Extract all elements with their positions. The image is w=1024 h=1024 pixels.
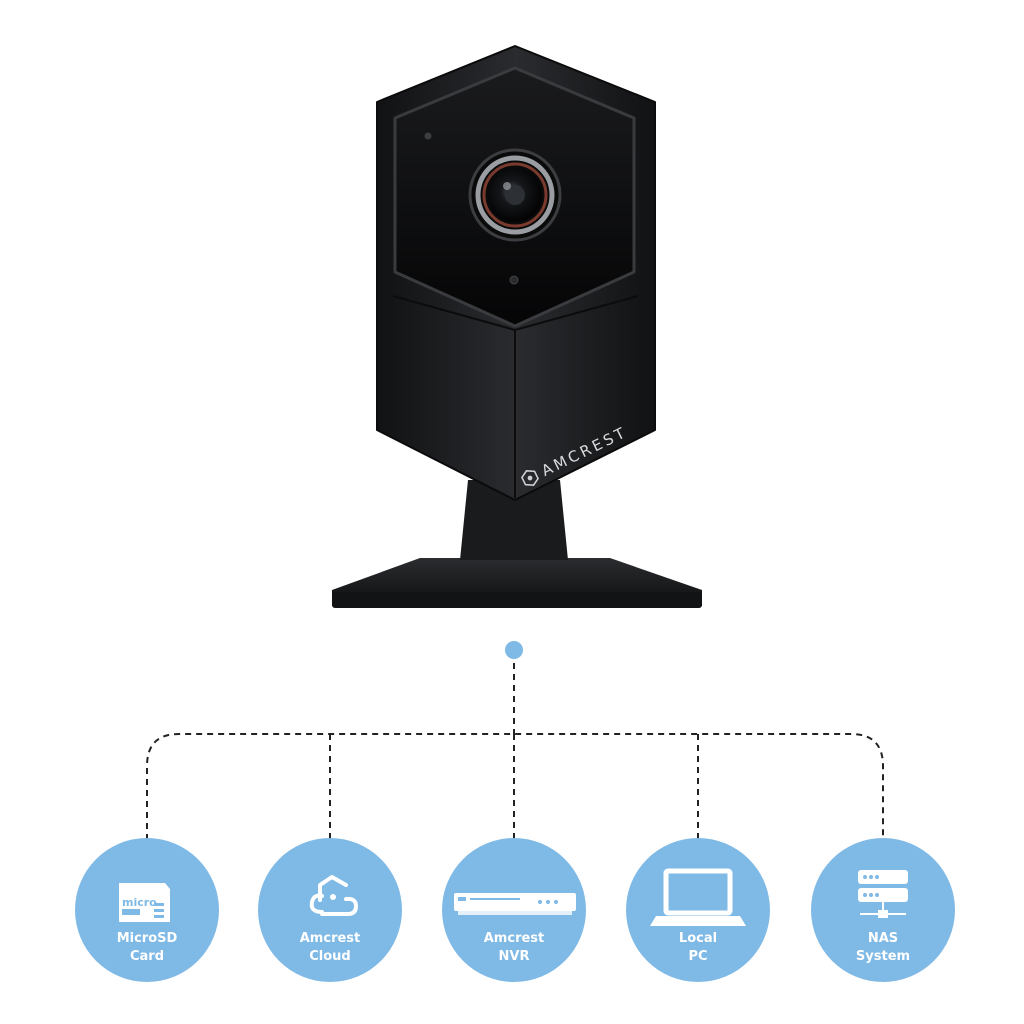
- storage-node-microsd: micro: [75, 838, 219, 982]
- microsd-card-icon: micro: [119, 883, 170, 922]
- node-label-line1: NAS: [867, 931, 899, 946]
- laptop-icon: [650, 868, 746, 926]
- node-label-line1: Amcrest: [483, 931, 545, 946]
- security-camera: AMCREST: [332, 45, 702, 608]
- microphone-hole: [509, 275, 519, 285]
- camera-lens: [468, 148, 562, 242]
- storage-node-cloud: [258, 838, 402, 982]
- connector-lines: [146, 652, 884, 840]
- node-label-line2: Cloud: [309, 949, 351, 964]
- nvr-recorder-icon: [454, 893, 576, 915]
- node-label-line2: Card: [129, 949, 165, 964]
- storage-node-nas: [811, 838, 955, 982]
- node-label-line2: NVR: [498, 949, 530, 964]
- node-label-line2: PC: [688, 949, 708, 964]
- node-label-nvr: Amcrest NVR: [439, 930, 589, 966]
- node-label-line1: MicroSD: [116, 931, 178, 946]
- connector-dot: [505, 641, 523, 659]
- camera-stand: [460, 480, 568, 560]
- node-label-microsd: MicroSD Card: [72, 930, 222, 966]
- node-label-line1: Local: [678, 931, 718, 946]
- cloud-house-icon: [309, 875, 358, 916]
- node-label-nas: NAS System: [808, 930, 958, 966]
- storage-node-nvr: [442, 838, 586, 982]
- server-stack-icon: [858, 870, 908, 918]
- storage-node-pc: [626, 838, 770, 982]
- svg-text:micro: micro: [122, 896, 157, 909]
- node-label-pc: Local PC: [623, 930, 773, 966]
- node-label-line1: Amcrest: [299, 931, 361, 946]
- node-label-cloud: Amcrest Cloud: [255, 930, 405, 966]
- node-label-line2: System: [855, 949, 911, 964]
- light-sensor: [424, 132, 432, 140]
